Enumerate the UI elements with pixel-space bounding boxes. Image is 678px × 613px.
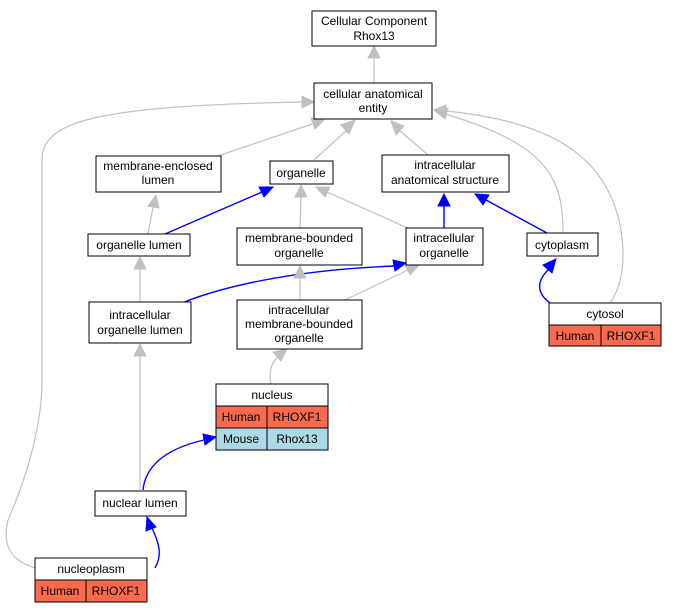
- node-organelle-label: organelle: [276, 166, 326, 180]
- node-imbo-line2: membrane-bounded: [245, 317, 353, 331]
- edge-arrowhead: [314, 186, 331, 198]
- node-root-line1: Cellular Component: [321, 14, 428, 28]
- edge-arrowhead: [272, 348, 288, 362]
- edge-arrowhead: [390, 120, 405, 136]
- edge-arrowhead: [404, 264, 421, 276]
- edge-nucleus-to-imbo: [269, 355, 280, 385]
- edge-arrowhead: [145, 515, 157, 532]
- node-organelle-lumen[interactable]: organelle lumen: [87, 233, 191, 257]
- node-nl-label: nuclear lumen: [102, 496, 177, 510]
- edge-cytoplasm-to-entity: [444, 113, 564, 234]
- nucleus-row0-gene: RHOXF1: [273, 410, 322, 424]
- edge-arrowhead: [340, 119, 356, 135]
- edge-arrowhead: [432, 104, 447, 117]
- edge-arrowhead: [310, 117, 326, 130]
- edge-ol-to-mel: [147, 206, 154, 235]
- edge-mbo-to-organelle: [299, 196, 302, 229]
- nucleus-row1-gene-cell: [266, 427, 329, 451]
- node-intracellular-organelle[interactable]: intracellular organelle: [405, 227, 484, 266]
- node-io-line1: intracellular: [413, 231, 474, 245]
- edge-io-to-organelle: [326, 191, 411, 230]
- node-io-line2: organelle: [419, 246, 469, 260]
- node-ol-label: organelle lumen: [96, 238, 181, 252]
- node-organelle[interactable]: organelle: [269, 160, 334, 185]
- edge-imbo-to-io: [344, 269, 409, 301]
- cytosol-gene-cell: [600, 324, 662, 347]
- node-cae-line1: cellular anatomical: [323, 87, 422, 101]
- edge-arrowhead: [258, 186, 275, 198]
- node-imbo-line3: organelle: [274, 331, 324, 345]
- edge-organelle-to-entity: [313, 129, 348, 161]
- nucleoplasm-gene: RHOXF1: [92, 584, 141, 598]
- edge-arrowhead: [147, 193, 160, 209]
- edge-cytosol-to-cytoplasm: [538, 269, 551, 304]
- node-ias-line2: anatomical structure: [391, 173, 499, 187]
- edge-arrowhead: [301, 95, 316, 109]
- node-cytoplasm-label: cytoplasm: [535, 238, 589, 252]
- nucleus-row1-gene: Rhox13: [276, 432, 318, 446]
- edge-arrowhead: [294, 183, 308, 198]
- node-mel-line2: lumen: [142, 173, 175, 187]
- node-imbo-line1: intracellular: [268, 303, 329, 317]
- node-cytosol[interactable]: cytosol Human RHOXF1: [548, 302, 662, 347]
- edge-arrowhead: [133, 342, 147, 357]
- edge-arrowhead: [542, 258, 557, 274]
- node-nucleus-label: nucleus: [251, 388, 292, 402]
- edge-arrowhead: [392, 259, 408, 272]
- edge-mel-to-entity: [217, 123, 313, 157]
- edge-ias-to-entity: [398, 129, 429, 156]
- nucleoplasm-species: Human: [41, 584, 80, 598]
- edge-iol-to-io: [174, 265, 396, 307]
- node-nucleus[interactable]: nucleus Human RHOXF1 Mouse Rhox13: [215, 383, 329, 451]
- edge-arrowhead: [293, 264, 307, 279]
- node-cytosol-label: cytosol: [586, 307, 623, 321]
- edge-arrowhead: [473, 193, 490, 206]
- node-intracellular-membrane-bounded-organelle[interactable]: intracellular membrane-bounded organelle: [236, 299, 363, 350]
- node-iol-line1: intracellular: [109, 308, 170, 322]
- edge-cytosol-to-entity: [444, 110, 624, 304]
- node-mel-line1: membrane-enclosed: [103, 159, 212, 173]
- node-mbo-line2: organelle: [274, 246, 324, 260]
- edges: [5, 44, 624, 569]
- node-root[interactable]: Cellular Component Rhox13: [311, 10, 437, 47]
- node-np-label: nucleoplasm: [57, 562, 124, 576]
- edge-nl-to-nucleus: [142, 439, 205, 491]
- node-ias-line1: intracellular: [414, 158, 475, 172]
- node-nucleoplasm[interactable]: nucleoplasm Human RHOXF1: [34, 557, 148, 603]
- node-iol-line2: organelle lumen: [97, 323, 182, 337]
- edge-arrowhead: [133, 255, 147, 270]
- cytosol-species: Human: [556, 329, 595, 343]
- nucleus-row1-species: Mouse: [223, 432, 259, 446]
- nucleus-row0-species: Human: [222, 410, 261, 424]
- edge-cytoplasm-to-ias: [485, 199, 548, 234]
- node-cae-line2: entity: [359, 101, 388, 115]
- cytosol-gene: RHOXF1: [607, 329, 656, 343]
- node-membrane-enclosed-lumen[interactable]: membrane-enclosed lumen: [95, 155, 222, 193]
- node-intracellular-anatomical-structure[interactable]: intracellular anatomical structure: [381, 154, 510, 193]
- edge-arrowhead: [202, 433, 218, 446]
- node-nuclear-lumen[interactable]: nuclear lumen: [94, 490, 187, 517]
- edge-arrowhead: [367, 44, 381, 59]
- node-intracellular-organelle-lumen[interactable]: intracellular organelle lumen: [88, 301, 192, 344]
- edge-nucleoplasm-to-entity: [5, 101, 303, 569]
- edge-arrowhead: [437, 192, 451, 207]
- edge-np-to-nl: [151, 527, 160, 569]
- nucleoplasm-gene-cell: [85, 579, 148, 603]
- node-membrane-bounded-organelle[interactable]: membrane-bounded organelle: [236, 227, 363, 266]
- node-root-line2: Rhox13: [353, 29, 395, 43]
- node-mbo-line1: membrane-bounded: [245, 231, 353, 245]
- node-cellular-anatomical-entity[interactable]: cellular anatomical entity: [313, 82, 433, 120]
- edge-ol-to-organelle: [164, 191, 263, 235]
- node-cytoplasm[interactable]: cytoplasm: [526, 232, 599, 257]
